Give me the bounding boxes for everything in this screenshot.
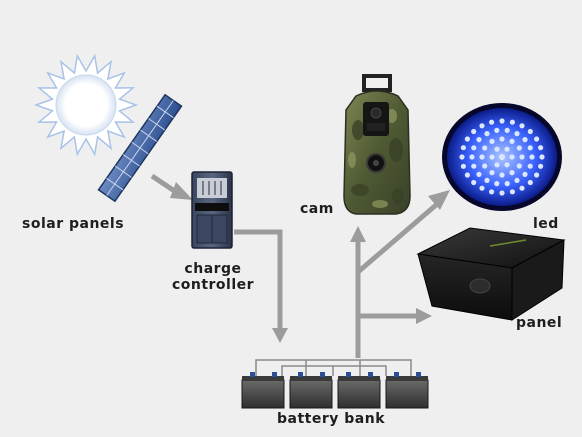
label-charge-controller: charge controller [168,261,258,293]
led-dot [516,163,522,169]
led-dot [476,171,482,177]
led-dot [499,154,505,160]
led-dot [499,172,505,178]
solar-panel-icon [97,93,183,203]
led-dot [509,189,515,195]
led-dot [519,123,525,129]
led-dot [504,127,510,133]
led-dot [489,170,495,176]
arrowhead-to-controller [170,182,193,200]
arrowhead-to-panel [416,308,432,324]
wire-to-led [356,203,438,274]
led-dot [529,154,535,160]
led-dot [494,162,500,168]
led-dot [514,131,520,137]
label-solar-panels: solar panels [22,216,125,232]
led-dot [471,128,477,135]
led-dot [504,162,510,168]
label-panel: panel [516,315,563,331]
wiring [150,173,438,358]
led-dot [509,138,515,144]
led-dot [504,181,510,187]
led-dot [484,131,490,137]
led-dot [494,127,500,133]
wire-arrowheads [170,182,450,343]
led-dot [527,145,533,151]
led-dot [539,154,545,160]
led-dot [522,171,528,177]
battery-icon [337,372,381,409]
led-dot [494,146,500,152]
led-dot [471,179,477,186]
led-dot [464,172,470,178]
led-dot [509,119,515,125]
arrowhead-to-led [428,190,450,210]
led-dot [514,177,520,183]
led-dot [479,185,485,191]
led-dot [499,118,505,124]
led-dot [471,163,477,169]
battery-icon [385,372,429,409]
led-dot [479,123,485,129]
led-dot [460,145,466,151]
led-dot [538,145,544,151]
led-dot [516,145,522,151]
led-dot [494,181,500,187]
led-dot [482,145,488,151]
panel-box-icon [416,227,566,321]
led-dot [489,189,495,195]
led-dot [476,137,482,143]
led-dot [534,172,540,178]
led-dot [527,128,533,135]
led-dot [484,177,490,183]
led-dot [489,138,495,144]
battery-bus [255,359,412,376]
led-dot [499,136,505,142]
led-dot [459,154,465,160]
led-dot [460,163,466,169]
label-charge-controller-line2: controller [171,277,255,293]
wire-panel-to-controller [150,173,178,195]
wire-controller-to-battery [234,229,283,330]
led-dot [509,154,515,160]
led-dot [479,154,485,160]
led-dot [471,145,477,151]
led-dot [482,163,488,169]
led-dot [519,185,525,191]
led-dot [464,136,470,142]
label-battery-bank: battery bank [277,411,385,427]
label-charge-controller-line1: charge [184,261,242,277]
led-dot [527,179,533,186]
arrowhead-to-battery [272,328,288,343]
led-dot [538,163,544,169]
led-dot [509,170,515,176]
led-light-icon [442,103,562,211]
led-dot [489,154,495,160]
battery-bank-icons [241,372,429,409]
led-dot [469,154,475,160]
battery-icon [289,372,333,409]
led-dot [519,154,525,160]
led-dot [499,190,505,196]
led-dot [527,163,533,169]
sun-icon [33,53,139,157]
charge-controller-icon [191,171,233,249]
battery-icon [241,372,285,409]
trail-camera-icon [343,74,411,215]
led-dot [522,137,528,143]
label-cam: cam [300,201,334,217]
led-dot [504,146,510,152]
led-dot [489,119,495,125]
label-led: led [533,216,559,232]
led-dot [534,136,540,142]
arrowhead-to-cam [350,226,366,242]
